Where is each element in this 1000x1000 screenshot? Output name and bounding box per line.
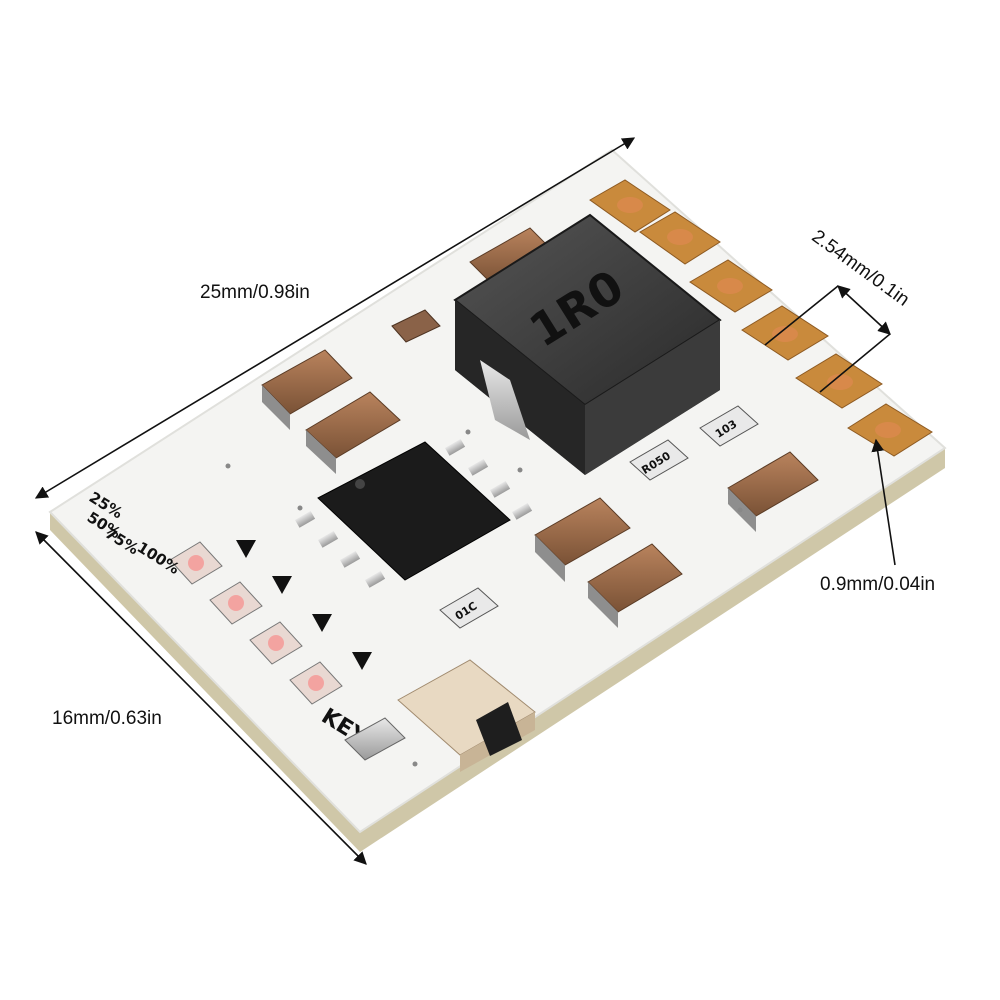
width-arrow <box>35 531 367 865</box>
pad-3 <box>689 259 773 313</box>
pad-5 <box>795 353 883 409</box>
pad-size-dimension-label: 0.9mm/0.04in <box>820 574 936 595</box>
dimension-lines <box>34 137 896 865</box>
length-dimension-label: 25mm/0.98in <box>200 282 310 303</box>
pitch-leader-1 <box>764 285 839 346</box>
width-dimension-label: 16mm/0.63in <box>52 708 162 729</box>
resistor-r050: R050 <box>629 439 689 481</box>
capacitor-mid-2 <box>587 543 683 628</box>
resistor-103: 103 <box>699 405 759 447</box>
pad-size-leader <box>871 438 896 566</box>
resistor-01c: 01C <box>439 587 499 629</box>
capacitor-mid-1 <box>534 497 631 582</box>
gold-pads <box>589 179 933 457</box>
pad-2 <box>639 211 721 265</box>
tactile-switch <box>397 659 536 772</box>
pitch-arrow <box>837 285 891 335</box>
pitch-leader-2 <box>819 333 891 393</box>
pad-4 <box>741 305 829 361</box>
length-arrow <box>34 137 636 499</box>
pad-6 <box>847 403 933 457</box>
